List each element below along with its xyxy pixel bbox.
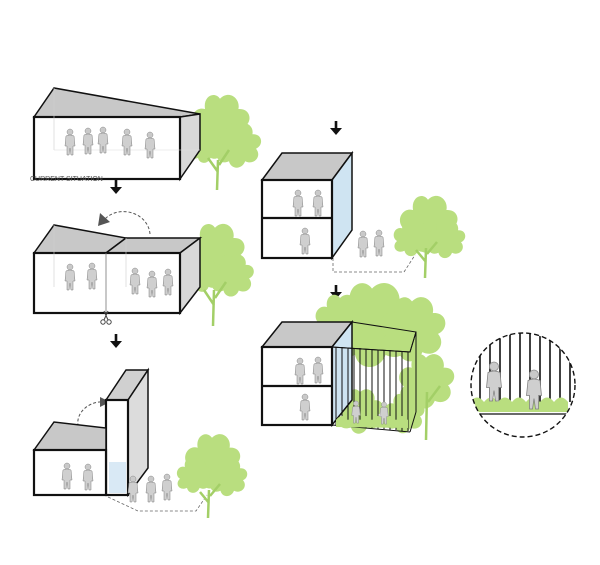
tree-icon (185, 223, 254, 327)
tree-icon (315, 283, 455, 441)
arrow-down-icon (110, 334, 122, 348)
tree-icon (176, 434, 248, 519)
step-green-facade (260, 283, 455, 441)
step-split (32, 211, 254, 327)
scissors-icon (100, 310, 112, 325)
current-situation-label: CURRENT SITUATION (30, 176, 103, 183)
step-stack (32, 367, 248, 519)
arrow-down-icon (330, 121, 342, 135)
step-two-levels (260, 150, 466, 279)
arrow-down-icon (110, 180, 122, 194)
tree-icon (393, 195, 466, 279)
detail-magnify-icon (470, 332, 576, 438)
rotate-arrow-icon (103, 211, 151, 235)
rotate-arrow-icon (77, 401, 107, 426)
tree-icon (187, 94, 262, 191)
step-current-situation (32, 87, 262, 191)
